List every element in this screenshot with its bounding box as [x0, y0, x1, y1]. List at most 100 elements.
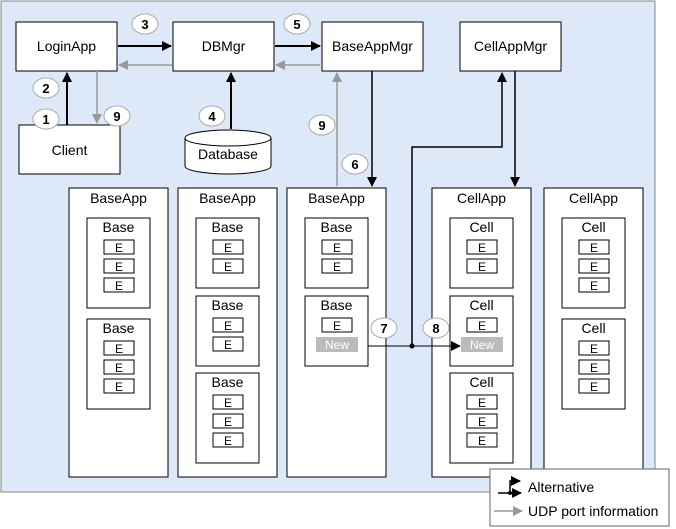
entity-label: E	[478, 396, 486, 410]
entity-label: E	[590, 361, 598, 375]
entity-box: E	[103, 359, 135, 375]
base-label: Base	[103, 320, 135, 336]
baseapp-title: BaseApp	[199, 190, 256, 206]
baseapp-title: BaseApp	[308, 190, 365, 206]
new-entity-label: New	[325, 338, 349, 352]
entity-label: E	[224, 260, 232, 274]
entity-label: E	[224, 338, 232, 352]
entity-box: E	[578, 239, 610, 255]
dbmgr: DBMgr	[172, 21, 275, 72]
entity-box: E	[103, 258, 135, 274]
entity-box: E	[103, 239, 135, 255]
baseapp-title: BaseApp	[90, 190, 147, 206]
entity-box: E	[212, 336, 244, 352]
entity-box: E	[578, 277, 610, 293]
entity-box: E	[466, 432, 498, 448]
entity-label: E	[333, 241, 341, 255]
entity-box: E	[321, 317, 353, 333]
cell-label: Cell	[581, 320, 605, 336]
cellapp-mgr-label: CellAppMgr	[474, 38, 547, 54]
database: Database	[184, 129, 272, 175]
cellapp-title: CellApp	[457, 190, 506, 206]
entity-box: E	[466, 394, 498, 410]
legend: Alternative UDP port information	[489, 468, 670, 527]
entity-box: E	[212, 394, 244, 410]
step-badge: 8	[422, 317, 450, 339]
step-number: 6	[351, 157, 358, 172]
step-badge: 4	[198, 105, 226, 127]
step-badge: 2	[32, 77, 60, 99]
base-label: Base	[212, 374, 244, 390]
entity-box: E	[578, 378, 610, 394]
entity-box: E	[212, 317, 244, 333]
step-badge: 1	[32, 108, 60, 130]
entity-box: E	[103, 277, 135, 293]
step-badge: 7	[370, 317, 398, 339]
base-label: Base	[321, 219, 353, 235]
step-number: 2	[42, 81, 49, 96]
new-entity-label: New	[470, 338, 494, 352]
dbmgr-label: DBMgr	[202, 38, 246, 54]
base-label: Base	[212, 219, 244, 235]
entity-box: E	[466, 258, 498, 274]
base-label: Base	[103, 219, 135, 235]
step-badge: 9	[103, 105, 131, 127]
entity-label: E	[115, 241, 123, 255]
entity-label: E	[590, 260, 598, 274]
entity-box: E	[578, 359, 610, 375]
new-entity: New	[461, 337, 503, 352]
client: Client	[18, 124, 121, 175]
entity-label: E	[333, 260, 341, 274]
entity-label: E	[590, 241, 598, 255]
step-badges: 1 2 3 4 5 6 7 8 9 9	[32, 13, 450, 339]
login-app-label: LoginApp	[37, 38, 96, 54]
entity-box: E	[212, 239, 244, 255]
entity-box: E	[578, 340, 610, 356]
database-label: Database	[198, 146, 258, 162]
step-badge: 6	[341, 153, 369, 175]
entity-label: E	[115, 260, 123, 274]
step-number: 5	[293, 17, 300, 32]
junction-dot	[409, 343, 415, 349]
step-number: 8	[432, 321, 439, 336]
entity-box: E	[578, 258, 610, 274]
entity-box: E	[212, 258, 244, 274]
entity-label: E	[478, 260, 486, 274]
cellapp-mgr: CellAppMgr	[459, 21, 562, 72]
entity-label: E	[590, 279, 598, 293]
entity-label: E	[224, 415, 232, 429]
entity-box: E	[466, 413, 498, 429]
arrow-alternative-to-cellappmgr	[411, 72, 507, 346]
entity-box: E	[212, 413, 244, 429]
step-number: 9	[318, 118, 325, 133]
entity-box: E	[321, 258, 353, 274]
cellapp-title: CellApp	[569, 190, 618, 206]
entity-label: E	[478, 434, 486, 448]
app-columns: BaseAppBaseEEEBaseEEEBaseAppBaseEEBaseEE…	[68, 187, 644, 478]
step-number: 3	[141, 17, 148, 32]
step-number: 1	[42, 112, 49, 127]
base-label: Base	[321, 297, 353, 313]
cell-label: Cell	[469, 219, 493, 235]
cell-label: Cell	[469, 374, 493, 390]
legend-alternative-label: Alternative	[528, 479, 594, 495]
entity-label: E	[333, 319, 341, 333]
cell-label: Cell	[469, 297, 493, 313]
legend-udp-label: UDP port information	[528, 503, 658, 519]
entity-box: E	[466, 317, 498, 333]
